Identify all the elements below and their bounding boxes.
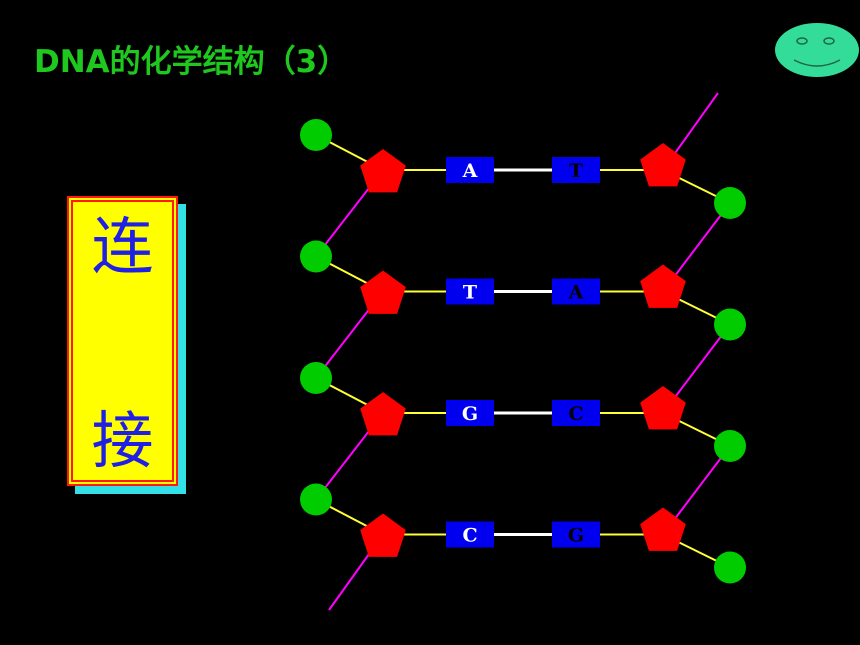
right-phosphate — [714, 187, 746, 219]
base-box-left — [446, 521, 494, 548]
left-sugar — [360, 270, 406, 314]
base-pair-rungs: A T T A G C C G — [383, 157, 663, 548]
base-box-left — [446, 157, 494, 183]
right-sugar — [640, 507, 686, 551]
right-sugar — [640, 143, 686, 187]
page-title: DNA的化学结构（3） — [34, 44, 349, 80]
smiley-face-icon — [775, 23, 859, 77]
left-sugar — [360, 513, 406, 557]
label-char-lian: 连 — [91, 210, 154, 283]
left-phosphate — [300, 240, 332, 273]
base-box-left — [446, 400, 494, 426]
base-box-right — [552, 521, 600, 548]
label-inner: 连 接 — [69, 198, 176, 484]
base-label-left: C — [462, 525, 477, 547]
right-phosphate — [714, 551, 746, 584]
right-phosphate — [714, 308, 746, 341]
base-label-left: T — [463, 282, 477, 304]
base-box-right — [552, 400, 600, 426]
base-label-right: A — [568, 282, 584, 304]
base-box-right — [552, 157, 600, 183]
base-label-left: G — [462, 403, 478, 425]
base-box-right — [552, 278, 600, 305]
right-sugar — [640, 386, 686, 430]
base-label-right: T — [569, 160, 583, 182]
backbone-nodes — [300, 119, 746, 584]
left-phosphate — [300, 483, 332, 516]
right-sugar — [640, 264, 686, 308]
left-sugar — [360, 149, 406, 193]
base-label-right: G — [568, 525, 584, 547]
left-sugar — [360, 392, 406, 436]
left-phosphate — [300, 119, 332, 151]
base-label-left: A — [462, 160, 478, 182]
base-label-right: C — [568, 403, 583, 425]
left-phosphate — [300, 362, 332, 394]
label-panel: 连 接 — [67, 196, 178, 486]
base-box-left — [446, 278, 494, 305]
right-phosphate — [714, 430, 746, 462]
label-char-jie: 接 — [91, 404, 154, 477]
